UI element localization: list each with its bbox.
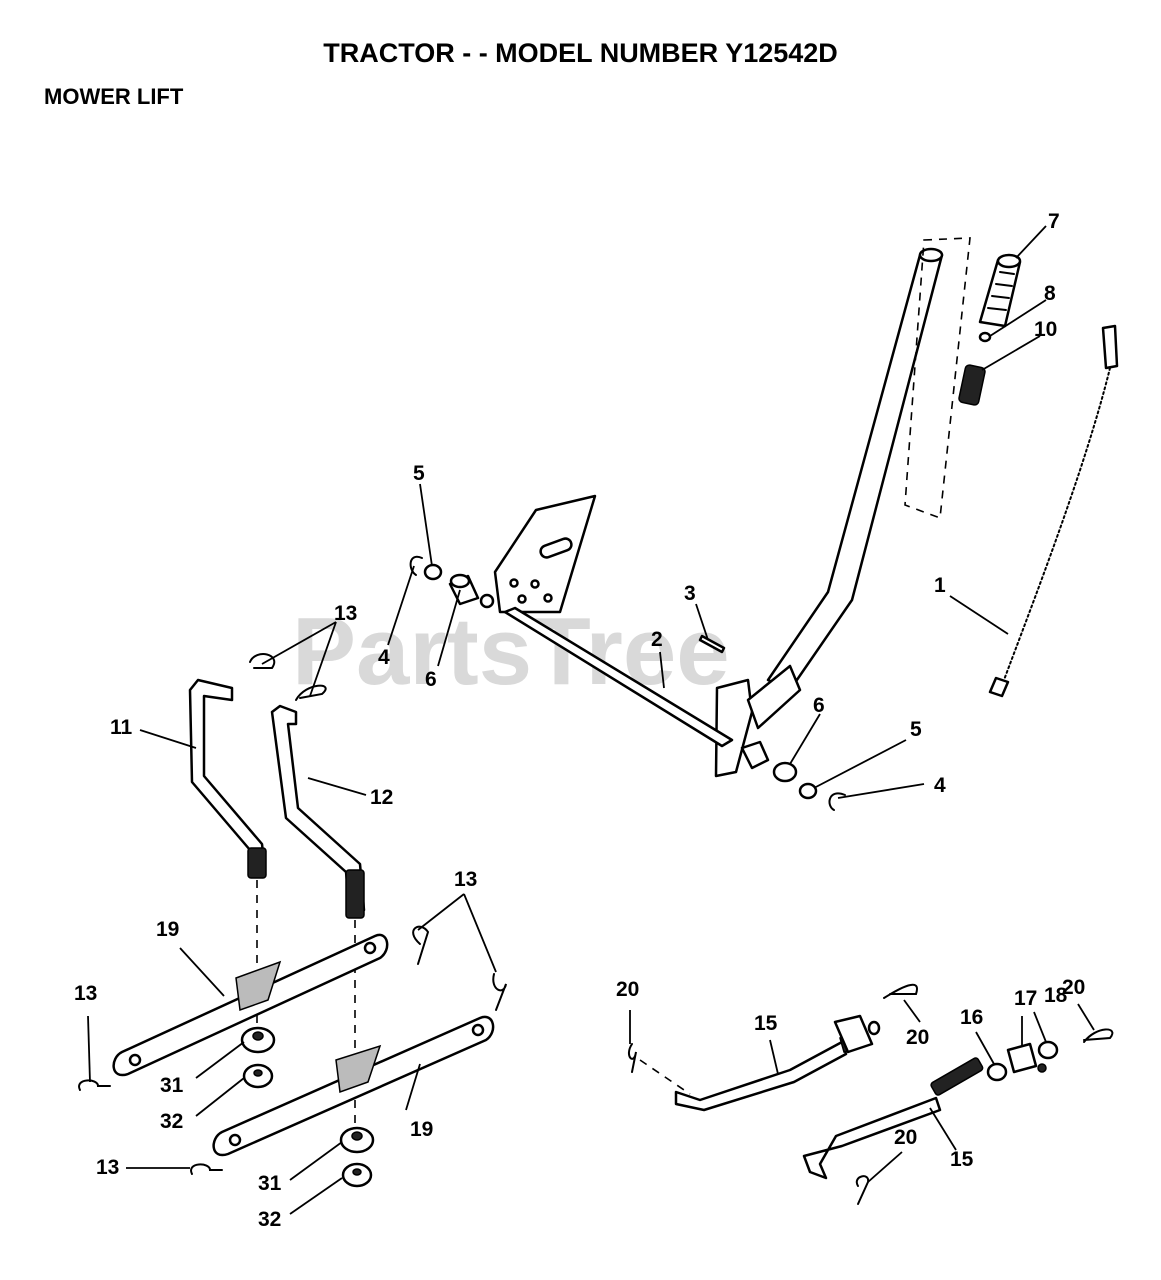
callout-6-lower: 6 <box>813 694 825 717</box>
lift-link-right <box>270 704 366 919</box>
spacer-31-lower <box>339 1126 375 1154</box>
ferrule-block-upper <box>833 1014 881 1054</box>
nut-32-upper <box>242 1063 274 1089</box>
callout-5-lower: 5 <box>910 718 922 741</box>
callout-4-upper: 4 <box>378 646 390 669</box>
hairpin-clip-bottom <box>190 1163 223 1175</box>
callout-20-a: 20 <box>616 978 639 1001</box>
callout-16: 16 <box>960 1006 983 1029</box>
e-clip-lower <box>828 792 846 811</box>
roll-pin <box>698 634 726 654</box>
callout-7: 7 <box>1048 210 1060 233</box>
lift-arm-upper <box>112 933 389 1077</box>
callout-13-arm: 13 <box>454 868 477 891</box>
lift-link-left <box>188 678 267 879</box>
hairpin-clip-20-c <box>1083 1028 1114 1043</box>
hairpin-clip-arm-2 <box>492 973 507 1011</box>
callout-11: 11 <box>110 716 133 739</box>
rear-link-upper <box>674 1033 861 1112</box>
callout-19-upper: 19 <box>156 918 179 941</box>
spring-cap <box>978 331 992 343</box>
hairpin-clip-20-d <box>855 1175 870 1205</box>
ferrule-assembly <box>986 1040 1059 1082</box>
callout-19-lower: 19 <box>410 1118 433 1141</box>
callout-32-lower: 32 <box>258 1208 281 1231</box>
hairpin-clip-upper-1 <box>249 653 276 669</box>
hairpin-clip-upper-2 <box>295 684 327 701</box>
lift-handle <box>714 247 944 778</box>
callout-8: 8 <box>1044 282 1056 305</box>
callout-20-b: 20 <box>906 1026 929 1049</box>
hairpin-clip-arm-1 <box>412 925 430 965</box>
callout-labels: 7 8 10 1 5 4 6 3 2 6 5 4 13 11 12 13 19 … <box>74 210 1085 1231</box>
callout-15-lower: 15 <box>950 1148 974 1171</box>
section-title: MOWER LIFT <box>44 84 184 109</box>
rear-link-lower <box>802 1057 984 1180</box>
callout-13-bottom: 13 <box>96 1156 119 1179</box>
callout-31-upper: 31 <box>160 1074 184 1097</box>
callout-12: 12 <box>370 786 393 809</box>
handle-phantom-outline <box>904 237 971 520</box>
spacer-31-upper <box>240 1026 276 1054</box>
callout-17: 17 <box>1014 987 1037 1010</box>
hairpin-clip-20-a <box>627 1043 637 1073</box>
callout-10: 10 <box>1034 318 1057 341</box>
callout-4-lower: 4 <box>934 774 946 797</box>
callout-20-d: 20 <box>894 1126 917 1149</box>
page-title: TRACTOR - - MODEL NUMBER Y12542D <box>323 38 838 68</box>
e-clip-upper <box>409 555 423 576</box>
callout-32-upper: 32 <box>160 1110 183 1133</box>
nut-32-lower <box>341 1162 373 1188</box>
callout-20-c: 20 <box>1062 976 1085 999</box>
shaft-end <box>479 593 495 609</box>
bushing-upper <box>448 573 480 606</box>
callout-13-upper: 13 <box>334 602 357 625</box>
lift-rod <box>988 324 1119 698</box>
callout-31-lower: 31 <box>258 1172 282 1195</box>
hairpin-clip-left <box>78 1079 111 1091</box>
mounting-bracket <box>493 494 597 614</box>
callout-15-upper: 15 <box>754 1012 778 1035</box>
callout-13-left: 13 <box>74 982 97 1005</box>
callout-1: 1 <box>934 574 946 597</box>
leader-lines <box>87 225 1095 1215</box>
callout-6-upper: 6 <box>425 668 437 691</box>
lift-shaft <box>503 606 734 748</box>
callout-2: 2 <box>651 628 663 651</box>
callout-5-upper: 5 <box>413 462 425 485</box>
washer-upper <box>423 563 443 581</box>
callout-18: 18 <box>1044 984 1068 1007</box>
handle-grip <box>978 253 1022 328</box>
callout-3: 3 <box>684 582 696 605</box>
hairpin-clip-20-b <box>883 983 918 999</box>
bushing-lower <box>740 740 798 783</box>
alignment-line-3 <box>639 1059 691 1095</box>
lift-arm-lower <box>212 1015 495 1157</box>
washer-lower <box>798 782 818 800</box>
handle-spring <box>958 364 986 406</box>
